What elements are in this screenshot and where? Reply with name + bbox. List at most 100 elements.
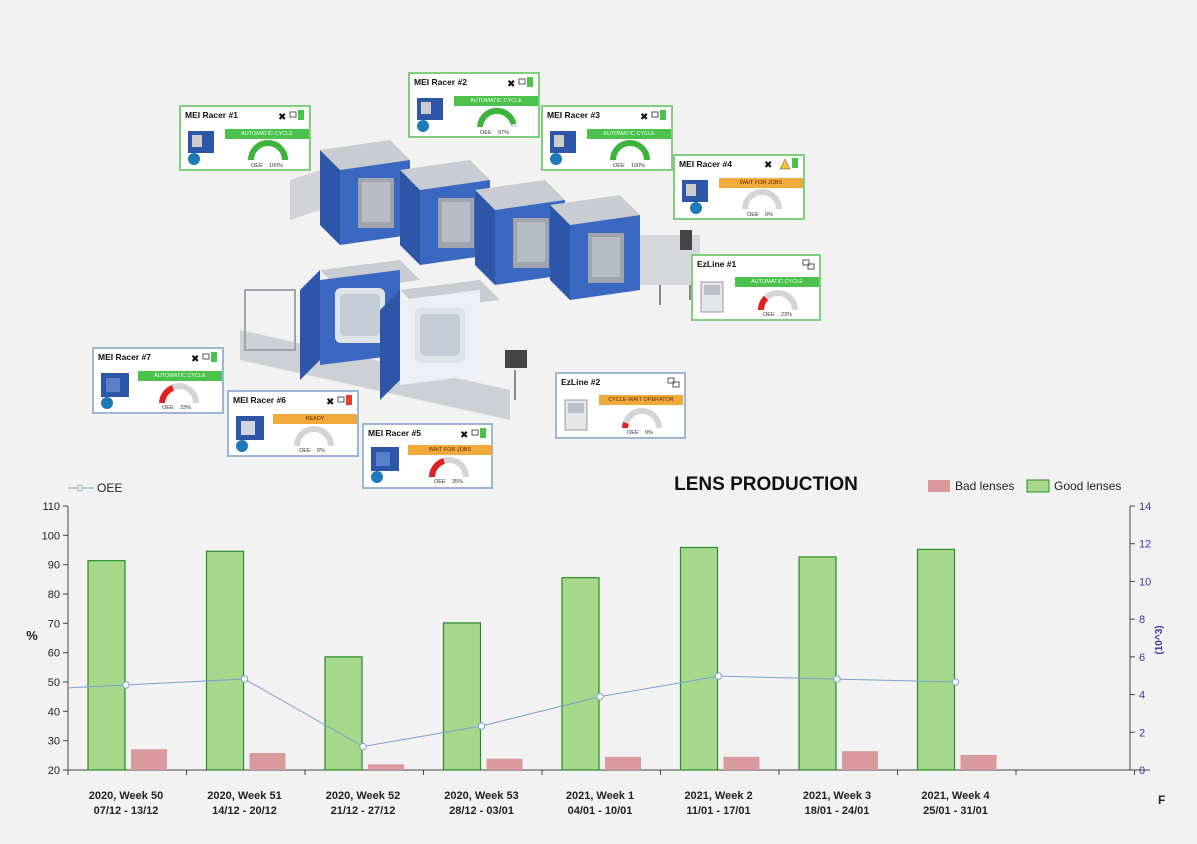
machine-thumbnail-icon [550, 131, 576, 165]
tools-icon: ✖ [326, 394, 354, 406]
oee-gauge [429, 457, 469, 478]
oee-point[interactable] [359, 742, 367, 751]
good-lenses-bar[interactable] [798, 556, 837, 771]
machine-card-ezline-2[interactable]: EzLine #2 CYCLE-WAIT OPERATOR OEE 9% [555, 372, 686, 439]
oee-label: OEE [747, 212, 759, 218]
network-icon [802, 258, 816, 270]
bad-lenses-bar[interactable] [605, 756, 641, 770]
y-tick-label: 100 [42, 530, 60, 542]
oee-value: 97% [498, 130, 510, 136]
machine-thumbnail-icon [682, 180, 708, 214]
oee-label: OEE [480, 130, 492, 136]
y-tick-label: 70 [48, 618, 60, 630]
legend-good-label: Good lenses [1054, 479, 1121, 493]
oee-point[interactable] [951, 678, 960, 686]
bad-lenses-bar[interactable] [131, 749, 167, 770]
y-tick-label: 50 [48, 677, 60, 689]
oee-point[interactable] [122, 681, 130, 689]
tools-icon: ✖ [507, 76, 535, 88]
machines-illustration [240, 140, 700, 420]
good-lenses-bar[interactable] [561, 577, 600, 771]
x-tick-date-label: 11/01 - 17/01 [686, 805, 750, 817]
front-row-machines [240, 260, 527, 420]
machine-card-mei-racer-7[interactable]: MEI Racer #7 ✖ AUTOMATIC CYCLE OEE 33% [92, 347, 224, 414]
x-tick-label: 2020, Week 52 [326, 790, 400, 802]
legend-oee[interactable]: OEE [68, 481, 122, 495]
oee-gauge [742, 189, 782, 210]
machine-card-ezline-1[interactable]: EzLine #1 AUTOMATIC CYCLE OEE 23% [691, 254, 821, 321]
legend-oee-label: OEE [97, 481, 122, 495]
svg-text:✖: ✖ [191, 354, 199, 363]
x-tick-label: 2020, Week 53 [444, 790, 518, 802]
production-floor-scene: MEI Racer #1 ✖ AUTOMATIC CYCLE OEE 100% … [92, 72, 821, 489]
oee-point[interactable] [833, 675, 841, 683]
machine-card-mei-racer-1[interactable]: MEI Racer #1 ✖ AUTOMATIC CYCLE OEE 100% [179, 105, 311, 171]
y-tick-label: 90 [48, 560, 60, 572]
oee-gauge [159, 383, 199, 404]
x-tick-label: 2020, Week 51 [207, 790, 281, 802]
bad-lenses-bar[interactable] [842, 751, 878, 770]
svg-text:✖: ✖ [278, 112, 286, 121]
machine-card-mei-racer-2[interactable]: MEI Racer #2 ✖ AUTOMATIC CYCLE OEE 97% [408, 72, 540, 138]
warning-icon: ✖ [764, 158, 800, 170]
oee-gauge [248, 140, 288, 161]
tools-icon: ✖ [191, 351, 219, 363]
y2-axis-label: (10^3) [1154, 625, 1165, 654]
status-badge: AUTOMATIC CYCLE [138, 371, 222, 381]
machine-name: MEI Racer #4 [679, 159, 732, 169]
y-tick-label: 60 [48, 648, 60, 660]
good-lenses-bar[interactable] [324, 656, 363, 771]
oee-point[interactable] [477, 722, 486, 730]
machine-name: MEI Racer #6 [233, 395, 286, 405]
lens-production-chart: LENS PRODUCTION OEE Bad lenses Good lens… [0, 470, 1197, 839]
machine-card-mei-racer-5[interactable]: MEI Racer #5 ✖ WAIT FOR JOBS OEE 35% [362, 423, 493, 489]
y2-tick-label: 4 [1139, 690, 1145, 702]
good-lenses-bar[interactable] [205, 550, 245, 771]
machine-name: EzLine #1 [697, 259, 737, 269]
svg-text:✖: ✖ [764, 160, 772, 170]
y2-tick-label: 0 [1139, 765, 1145, 777]
machine-thumbnail-icon [371, 447, 399, 483]
status-badge: CYCLE-WAIT OPERATOR [599, 395, 683, 405]
status-badge: AUTOMATIC CYCLE [225, 129, 309, 139]
good-lenses-bar[interactable] [87, 560, 126, 771]
machine-card-mei-racer-6[interactable]: MEI Racer #6 ✖ READY OEE 0% [227, 390, 359, 457]
bad-lenses-bar[interactable] [486, 758, 523, 770]
good-lenses-bar[interactable] [679, 546, 719, 771]
y2-tick-label: 12 [1139, 539, 1151, 551]
good-lenses-bar[interactable] [916, 548, 956, 771]
tools-icon: ✖ [640, 109, 668, 121]
machine-card-mei-racer-4[interactable]: MEI Racer #4 ✖ WAIT FOR JOBS OEE 0% [673, 154, 805, 220]
machine-name: EzLine #2 [561, 377, 601, 387]
x-tick-date-label: 25/01 - 31/01 [923, 805, 988, 817]
machine-card-mei-racer-3[interactable]: MEI Racer #3 ✖ AUTOMATIC CYCLE OEE 100% [541, 105, 673, 171]
good-lenses-bar[interactable] [442, 622, 482, 771]
machine-name: MEI Racer #5 [368, 428, 421, 438]
bad-lenses-bar[interactable] [368, 764, 404, 770]
oee-label: OEE [251, 163, 263, 169]
y2-tick-label: 6 [1139, 652, 1145, 664]
machine-name: MEI Racer #2 [414, 77, 467, 87]
machine-thumbnail-icon [188, 131, 214, 165]
bad-lenses-bar[interactable] [249, 753, 286, 770]
svg-text:✖: ✖ [460, 430, 468, 439]
oee-point[interactable] [240, 675, 249, 683]
oee-value: 100% [631, 163, 646, 169]
machine-thumbnail-icon [700, 281, 724, 313]
tools-icon: ✖ [460, 427, 488, 439]
legend-good-lenses[interactable]: Good lenses [1026, 479, 1121, 493]
legend-bad-lenses[interactable]: Bad lenses [928, 479, 1014, 493]
oee-value: 0% [317, 448, 325, 454]
status-badge: AUTOMATIC CYCLE [587, 129, 671, 139]
y2-tick-label: 14 [1139, 501, 1151, 513]
status-badge: AUTOMATIC CYCLE [454, 96, 538, 106]
y-tick-label: 20 [48, 765, 60, 777]
oee-value: 33% [180, 405, 192, 411]
bad-lenses-bar[interactable] [723, 756, 760, 770]
oee-label: OEE [763, 312, 775, 318]
x-axis-cut-label: F [1158, 793, 1165, 807]
oee-value: 100% [269, 163, 284, 169]
oee-point[interactable] [714, 672, 723, 680]
bad-lenses-bar[interactable] [960, 754, 997, 770]
oee-point[interactable] [596, 692, 604, 701]
